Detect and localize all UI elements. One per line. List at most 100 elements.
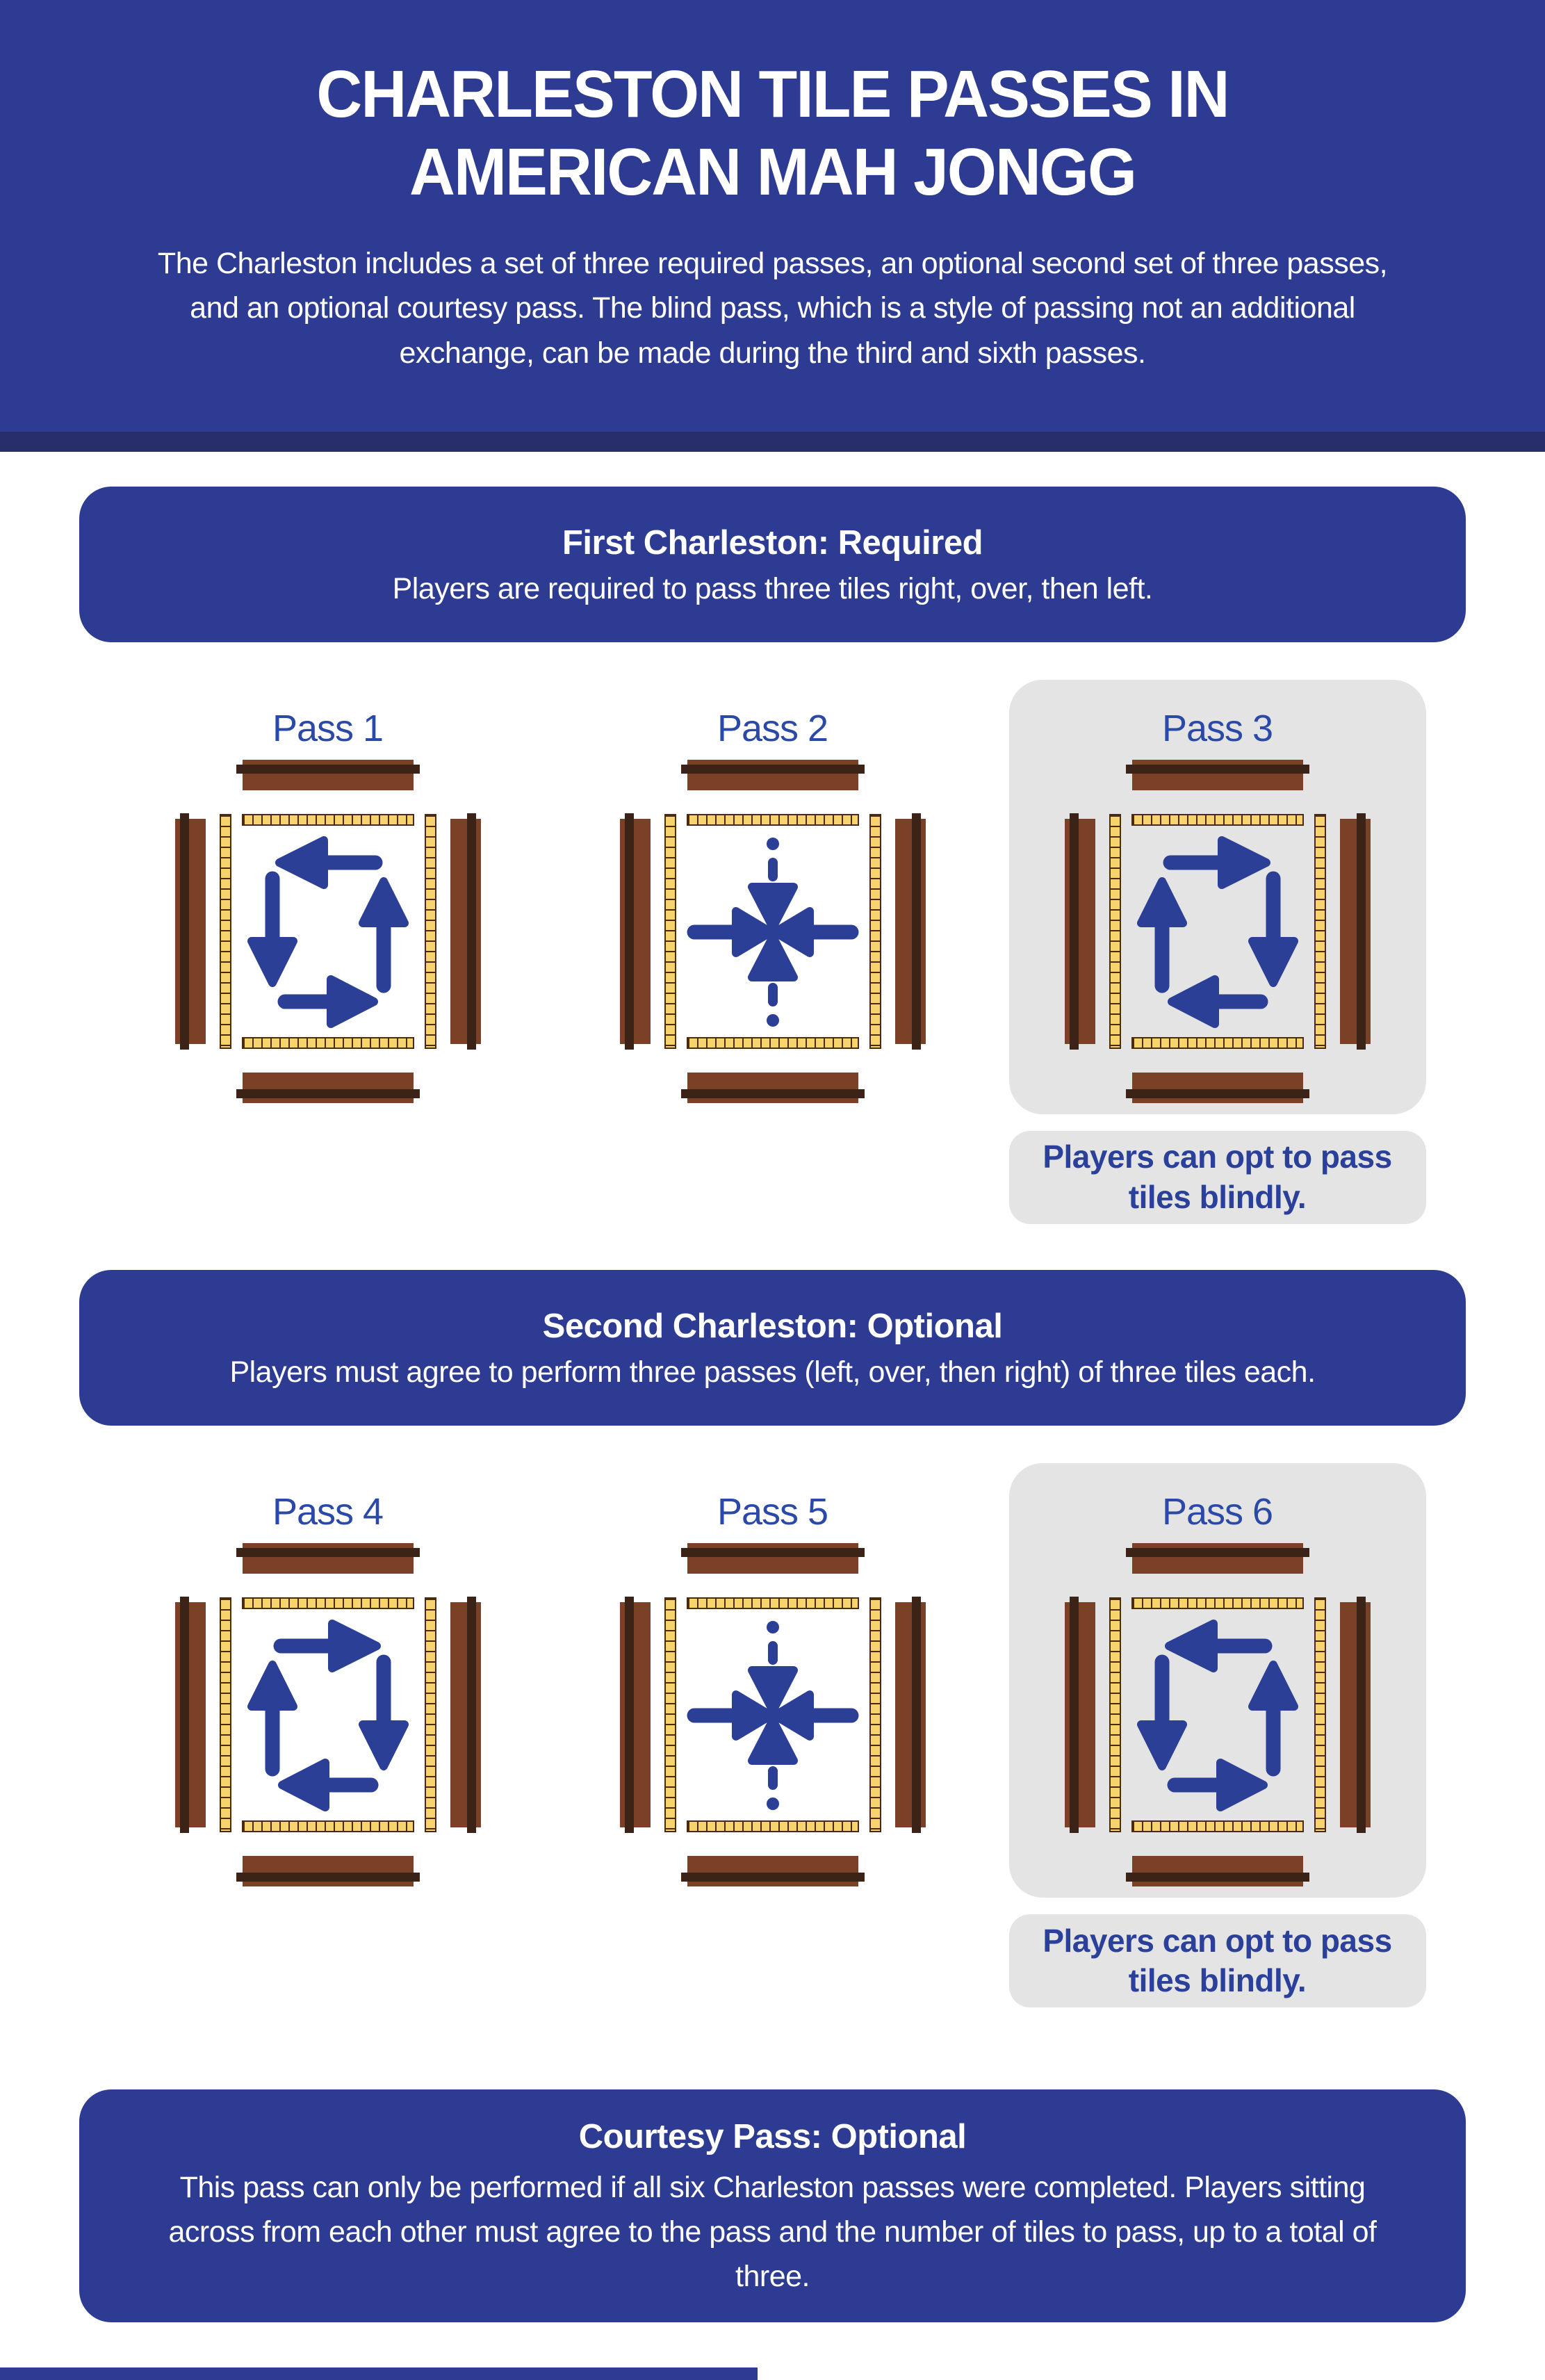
player-rack-left [1064, 813, 1095, 1050]
rack-rail [236, 1548, 420, 1558]
counterclockwise-pass-arrows-icon [1131, 1615, 1305, 1816]
pass-cell-2: Pass 2 [564, 680, 981, 1114]
blind-pass-note: Players can opt to pass tiles blindly. [1043, 1922, 1392, 1999]
pass-cell-4: Pass 4 [120, 1463, 537, 1898]
player-rack-bottom [680, 1856, 865, 1887]
mahjong-table-diagram [619, 1543, 926, 1887]
rack-rail [1125, 765, 1309, 774]
tile-wall-bottom [1131, 1037, 1304, 1050]
counterclockwise-pass-arrows-icon [241, 831, 415, 1033]
rack-rail [1069, 813, 1079, 1050]
pass-cell-3-blind-eligible: Pass 3 [1008, 680, 1426, 1115]
rack-rail [624, 1597, 634, 1834]
pass-label: Pass 6 [1161, 1491, 1273, 1533]
header-accent-stripe [0, 432, 1545, 452]
tile-wall-right [1314, 814, 1326, 1050]
inward-pass-arrows-icon [686, 831, 860, 1033]
rack-rail [680, 1548, 865, 1558]
player-rack-right [1339, 813, 1371, 1050]
second-charleston-banner: Second Charleston: Optional Players must… [79, 1270, 1466, 1426]
rack-rail [179, 1597, 189, 1834]
section-title: Second Charleston: Optional [542, 1307, 1003, 1345]
player-rack-bottom [236, 1073, 420, 1104]
tile-wall-left [664, 814, 676, 1050]
footer-accent-bar [0, 2367, 758, 2380]
tile-wall-right [424, 1597, 436, 1833]
rack-rail [466, 1597, 476, 1834]
rack-rail [624, 813, 634, 1050]
mahjong-table-diagram [174, 760, 481, 1104]
rack-rail [236, 1873, 420, 1882]
rack-rail [1356, 1597, 1366, 1834]
player-rack-right [1339, 1597, 1371, 1834]
rack-rail [1125, 1089, 1309, 1099]
player-rack-bottom [1125, 1073, 1309, 1104]
section-subtitle: Players must agree to perform three pass… [229, 1355, 1316, 1389]
tile-wall-bottom [1131, 1820, 1304, 1833]
rack-rail [680, 765, 865, 774]
player-rack-top [1125, 760, 1309, 791]
pass-label: Pass 4 [272, 1491, 384, 1533]
tile-wall-top [241, 814, 414, 826]
section-title: First Charleston: Required [562, 523, 983, 562]
tile-wall-top [1131, 1597, 1304, 1610]
tile-wall-left [1109, 814, 1121, 1050]
player-rack-right [450, 1597, 481, 1834]
clockwise-pass-arrows-icon [1131, 831, 1305, 1033]
tile-wall-left [219, 814, 231, 1050]
rack-rail [1125, 1548, 1309, 1558]
tile-wall-right [869, 814, 881, 1050]
rack-rail [1125, 1873, 1309, 1882]
player-rack-top [1125, 1543, 1309, 1574]
rack-rail [179, 813, 189, 1050]
courtesy-pass-banner: Courtesy Pass: Optional This pass can on… [79, 2089, 1466, 2323]
tile-wall-bottom [686, 1820, 859, 1833]
player-rack-left [174, 813, 206, 1050]
pass-cell-6-blind-eligible: Pass 6 [1008, 1463, 1426, 1898]
tile-wall-right [1314, 1597, 1326, 1833]
player-rack-left [619, 1597, 651, 1834]
blind-pass-note-card: Players can opt to pass tiles blindly. [1008, 1131, 1426, 1225]
pass-row-1: Pass 1 Pass 2 [120, 680, 1426, 1115]
tile-wall-bottom [241, 1037, 414, 1050]
courtesy-body: This pass can only be performed if all s… [168, 2171, 1378, 2293]
player-rack-right [894, 813, 926, 1050]
rack-rail [911, 1597, 921, 1834]
tile-wall-top [1131, 814, 1304, 826]
tile-wall-left [1109, 1597, 1121, 1833]
tile-wall-left [219, 1597, 231, 1833]
tile-wall-right [869, 1597, 881, 1833]
pass-label: Pass 3 [1161, 708, 1273, 749]
tile-wall-left [664, 1597, 676, 1833]
player-rack-right [894, 1597, 926, 1834]
clockwise-pass-arrows-icon [241, 1615, 415, 1816]
header-description: The Charleston includes a set of three r… [157, 246, 1388, 370]
section-second-charleston: Second Charleston: Optional Players must… [0, 1270, 1545, 2008]
tile-wall-top [241, 1597, 414, 1610]
tile-wall-bottom [686, 1037, 859, 1050]
tile-wall-bottom [241, 1820, 414, 1833]
title-line-2: AMERICAN MAH JONGG [409, 135, 1137, 210]
courtesy-title: Courtesy Pass: Optional [578, 2118, 967, 2156]
inward-pass-arrows-icon [686, 1615, 860, 1816]
pass-label: Pass 2 [717, 708, 828, 749]
rack-rail [466, 813, 476, 1050]
section-first-charleston: First Charleston: Required Players are r… [0, 487, 1545, 1225]
player-rack-top [680, 1543, 865, 1574]
player-rack-left [619, 813, 651, 1050]
mahjong-table-diagram [1064, 760, 1371, 1104]
blind-pass-note-card: Players can opt to pass tiles blindly. [1008, 1914, 1426, 2008]
tile-wall-right [424, 814, 436, 1050]
player-rack-top [680, 760, 865, 791]
section-subtitle: Players are required to pass three tiles… [392, 571, 1153, 605]
player-rack-top [236, 760, 420, 791]
pass-cell-5: Pass 5 [564, 1463, 981, 1898]
blind-note-row-2: Players can opt to pass tiles blindly. [120, 1914, 1426, 2008]
mahjong-table-diagram [619, 760, 926, 1104]
mahjong-table-diagram [1064, 1543, 1371, 1887]
pass-label: Pass 5 [717, 1491, 828, 1533]
rack-rail [236, 765, 420, 774]
rack-rail [911, 813, 921, 1050]
